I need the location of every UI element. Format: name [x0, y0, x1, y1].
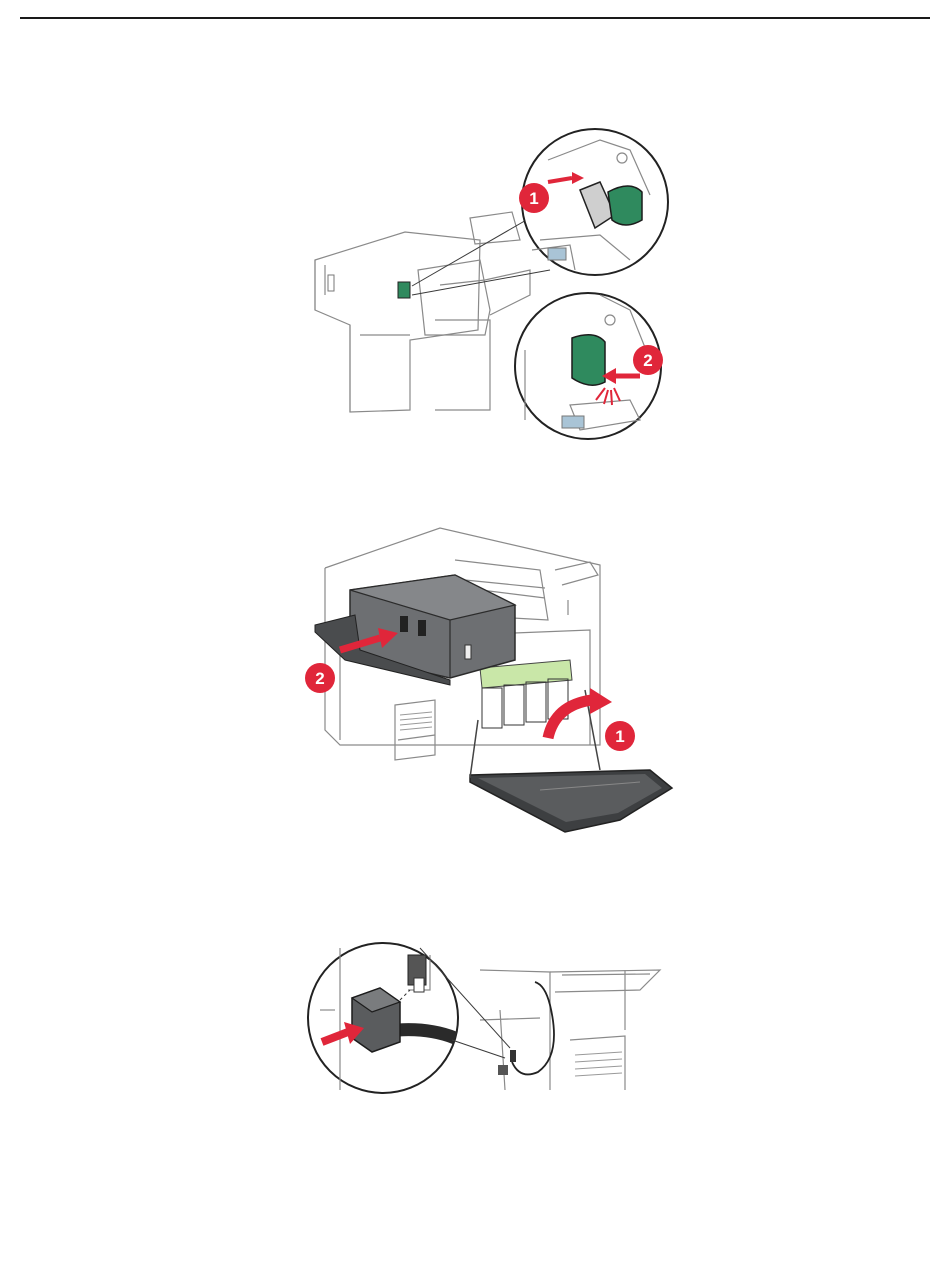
callout-number-icon: 2	[305, 663, 335, 693]
finisher-unit	[315, 575, 515, 685]
page-header-rule	[20, 17, 930, 19]
callout-2a: 2	[643, 351, 652, 370]
callout-number-icon: 1	[605, 721, 635, 751]
callout-1a: 1	[529, 189, 538, 208]
figure-finisher-install: 2 1	[300, 520, 680, 840]
callout-number-icon: 2	[633, 345, 663, 375]
figure-staple-cartridge: 1 2	[300, 120, 680, 450]
callout-2b: 2	[315, 669, 324, 688]
callout-number-icon: 1	[519, 183, 549, 213]
callout-1b: 1	[615, 727, 624, 746]
figure-connect-cable	[300, 930, 680, 1110]
